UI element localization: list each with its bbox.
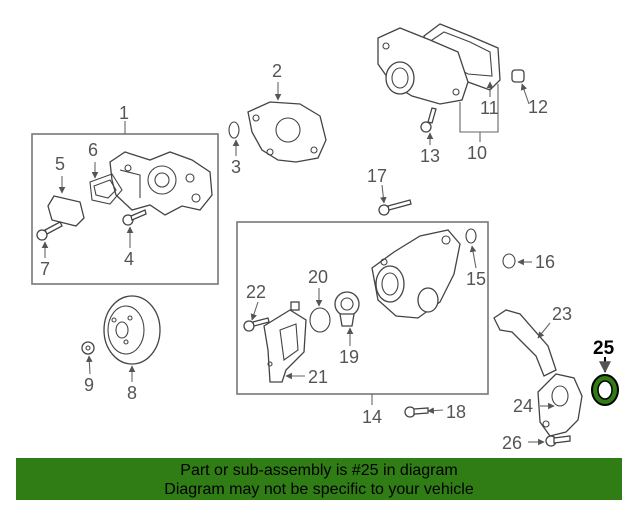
callout-15: 15 <box>466 269 486 289</box>
bushing-12[interactable] <box>511 69 525 83</box>
banner-line-2: Diagram may not be specific to your vehi… <box>164 481 474 498</box>
bolt-26[interactable] <box>545 435 571 447</box>
callout-25: 25 <box>593 338 615 359</box>
callout-19: 19 <box>339 347 359 367</box>
callout-3: 3 <box>231 157 241 177</box>
callout-1: 1 <box>119 103 129 123</box>
o-ring-16[interactable] <box>502 253 516 269</box>
water-pump-housing[interactable] <box>109 151 213 216</box>
callout-21: 21 <box>308 367 328 387</box>
thermostat-gasket[interactable] <box>309 307 331 333</box>
callout-8: 8 <box>127 383 137 403</box>
callout-9: 9 <box>84 375 94 395</box>
callout-24: 24 <box>513 396 533 416</box>
cover-plate[interactable] <box>47 195 85 227</box>
pump-pulley[interactable] <box>103 295 161 365</box>
callout-16: 16 <box>535 252 555 272</box>
bolt-4[interactable] <box>122 209 147 226</box>
o-ring-3[interactable] <box>228 121 240 139</box>
callout-22: 22 <box>246 282 266 302</box>
o-ring-15[interactable] <box>465 228 477 244</box>
pump-gasket[interactable] <box>89 173 123 205</box>
bolt-13[interactable] <box>420 107 437 133</box>
bolt-18[interactable] <box>404 406 429 418</box>
assembly-box-14 <box>236 221 489 395</box>
info-banner: Part or sub-assembly is #25 in diagram D… <box>16 458 622 500</box>
callout-10: 10 <box>467 143 487 163</box>
callout-5: 5 <box>55 154 65 174</box>
seal-25-highlighted[interactable] <box>591 374 619 406</box>
water-outlet[interactable] <box>537 373 583 437</box>
callout-2: 2 <box>272 61 282 81</box>
thermostat-cover[interactable] <box>263 309 307 383</box>
banner-line-1: Part or sub-assembly is #25 in diagram <box>180 462 458 479</box>
thermostat-housing[interactable] <box>371 229 461 319</box>
callout-23: 23 <box>552 304 572 324</box>
coolant-hose[interactable] <box>493 309 557 377</box>
callout-18: 18 <box>446 402 466 422</box>
bolt-9[interactable] <box>81 341 95 355</box>
callout-26: 26 <box>502 433 522 453</box>
outlet-housing[interactable] <box>377 27 469 105</box>
callout-7: 7 <box>40 259 50 279</box>
callout-12: 12 <box>528 97 548 117</box>
pump-cover[interactable] <box>247 101 327 163</box>
callout-13: 13 <box>420 146 440 166</box>
bolt-7[interactable] <box>36 221 63 241</box>
callout-4: 4 <box>124 249 134 269</box>
callout-11: 11 <box>480 98 499 118</box>
callout-20: 20 <box>308 267 328 287</box>
callout-17: 17 <box>367 166 387 186</box>
thermostat[interactable] <box>334 291 360 327</box>
callout-6: 6 <box>88 140 98 160</box>
bolt-17[interactable] <box>378 199 412 216</box>
bolt-22[interactable] <box>243 317 270 332</box>
callout-14: 14 <box>362 407 382 427</box>
